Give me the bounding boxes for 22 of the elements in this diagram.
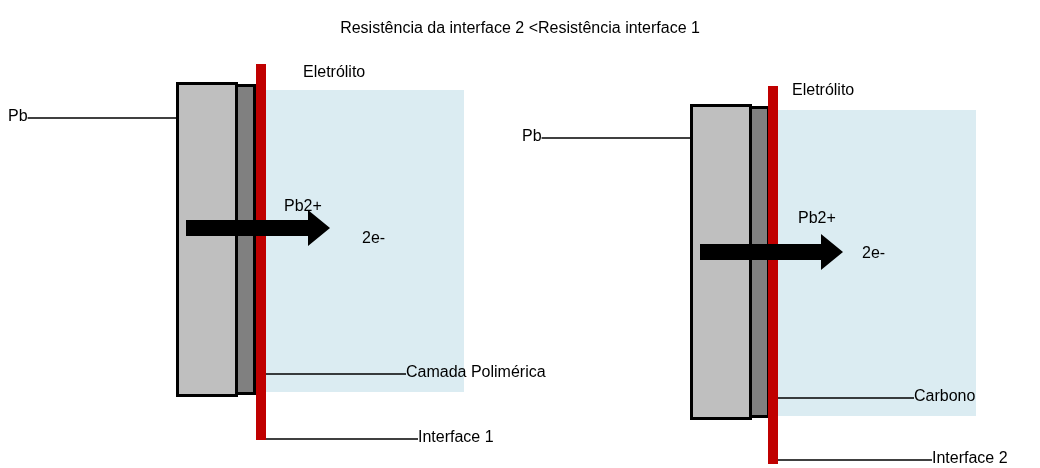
region-heading: Eletrólito xyxy=(792,80,855,100)
diagram-title: Resistência da interface 2 <Resistência interface 1 xyxy=(339,18,701,38)
ion-label: Pb2+ xyxy=(798,208,836,228)
lead-plate xyxy=(690,104,752,420)
part-label: Pb xyxy=(522,126,542,146)
part-label: Camada Polimérica xyxy=(406,362,546,382)
leader-line xyxy=(777,459,933,461)
ion-label: 2e- xyxy=(862,243,886,263)
leader-line xyxy=(540,137,691,139)
ion-label: 2e- xyxy=(362,228,386,248)
part-label: Interface 1 xyxy=(418,427,494,447)
part-label: Pb xyxy=(8,106,28,126)
region-heading: Eletrólito xyxy=(303,62,366,82)
part-label: Carbono xyxy=(914,386,976,406)
leader-line xyxy=(26,117,177,119)
interface-bar xyxy=(768,86,778,464)
lead-plate xyxy=(176,82,238,397)
leader-line xyxy=(265,438,419,440)
interface-bar xyxy=(256,64,266,440)
ion-label: Pb2+ xyxy=(284,196,322,216)
part-label: Interface 2 xyxy=(932,448,1008,468)
surface-layer xyxy=(238,84,256,395)
